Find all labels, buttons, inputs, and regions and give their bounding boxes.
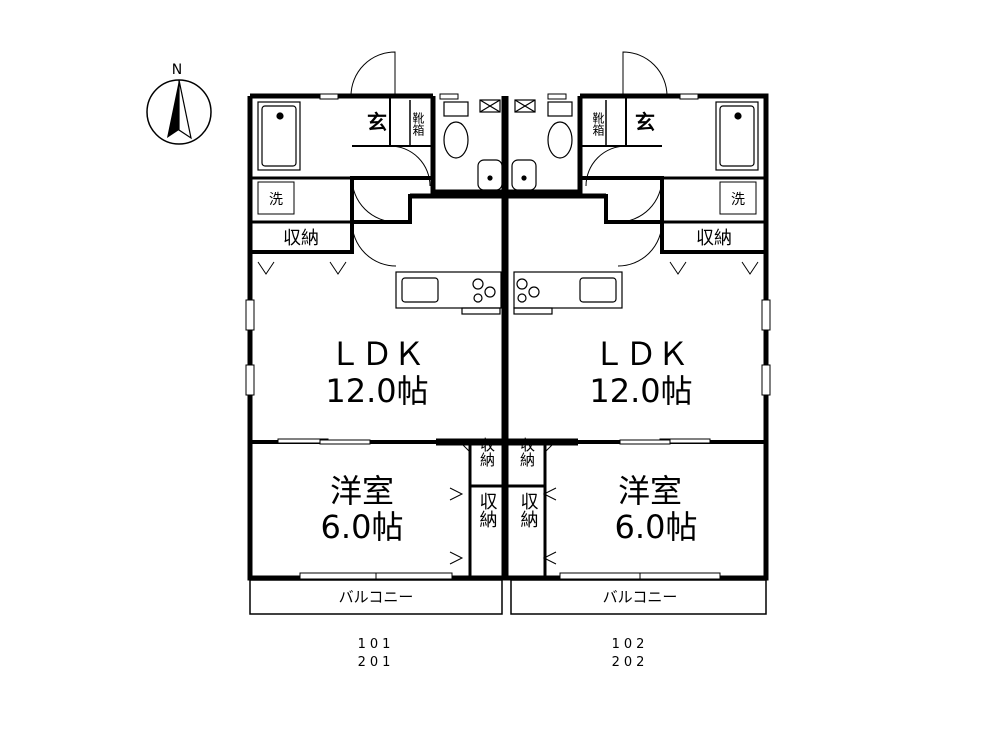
kitchen-counters [395,271,623,315]
bathtubs [257,101,759,171]
north-label: N [172,62,182,78]
entrance-label: 玄 [367,110,387,134]
entrance-doors [350,51,668,267]
ldk-name: ＬＤＫ [329,335,425,373]
unit-left: 玄 靴箱 洗 収納 ＬＤＫ 12.0帖 洋室 6.0帖 収納 収納 バルコニー … [269,110,498,670]
ldk-size: 12.0帖 [325,372,428,410]
folding-door-marks [257,261,759,565]
balcony-label: バルコニー [603,588,678,606]
entrance-label: 玄 [635,110,655,134]
unit-number-upper: 202 [612,655,649,670]
balcony-left [249,579,503,615]
washer-label: 洗 [269,192,283,208]
storage-label: 収納 [283,228,319,249]
closet-label: 収納 [477,492,498,528]
shoe-box-label: 靴箱 [411,112,425,136]
unit-number-upper: 201 [358,655,395,670]
bedroom-name: 洋室 [618,472,682,510]
unit-right: 玄 靴箱 洗 収納 ＬＤＫ 12.0帖 洋室 6.0帖 収納 収納 バルコニー … [518,110,746,670]
washer-boxes [257,181,757,215]
balcony-right [510,579,767,615]
unit-number-lower: 101 [358,637,395,652]
toilets [443,99,573,159]
north-arrow-icon [167,80,179,138]
unit-number-lower: 102 [612,637,649,652]
shoe-box-label: 靴箱 [591,112,605,136]
small-storage-label: 収納 [478,437,496,468]
windows [245,93,771,580]
balcony-label: バルコニー [339,588,414,606]
small-storage-label: 収納 [518,437,536,468]
washer-label: 洗 [731,192,745,208]
bedroom-size: 6.0帖 [321,508,404,546]
washbasins [477,159,537,191]
compass: N [146,62,212,145]
ldk-size: 12.0帖 [589,372,692,410]
bedroom-size: 6.0帖 [615,508,698,546]
ldk-name: ＬＤＫ [593,335,689,373]
closet-label: 収納 [518,492,539,528]
bedroom-name: 洋室 [330,472,394,510]
sliding-doors [277,438,711,445]
storage-label: 収納 [696,228,732,249]
